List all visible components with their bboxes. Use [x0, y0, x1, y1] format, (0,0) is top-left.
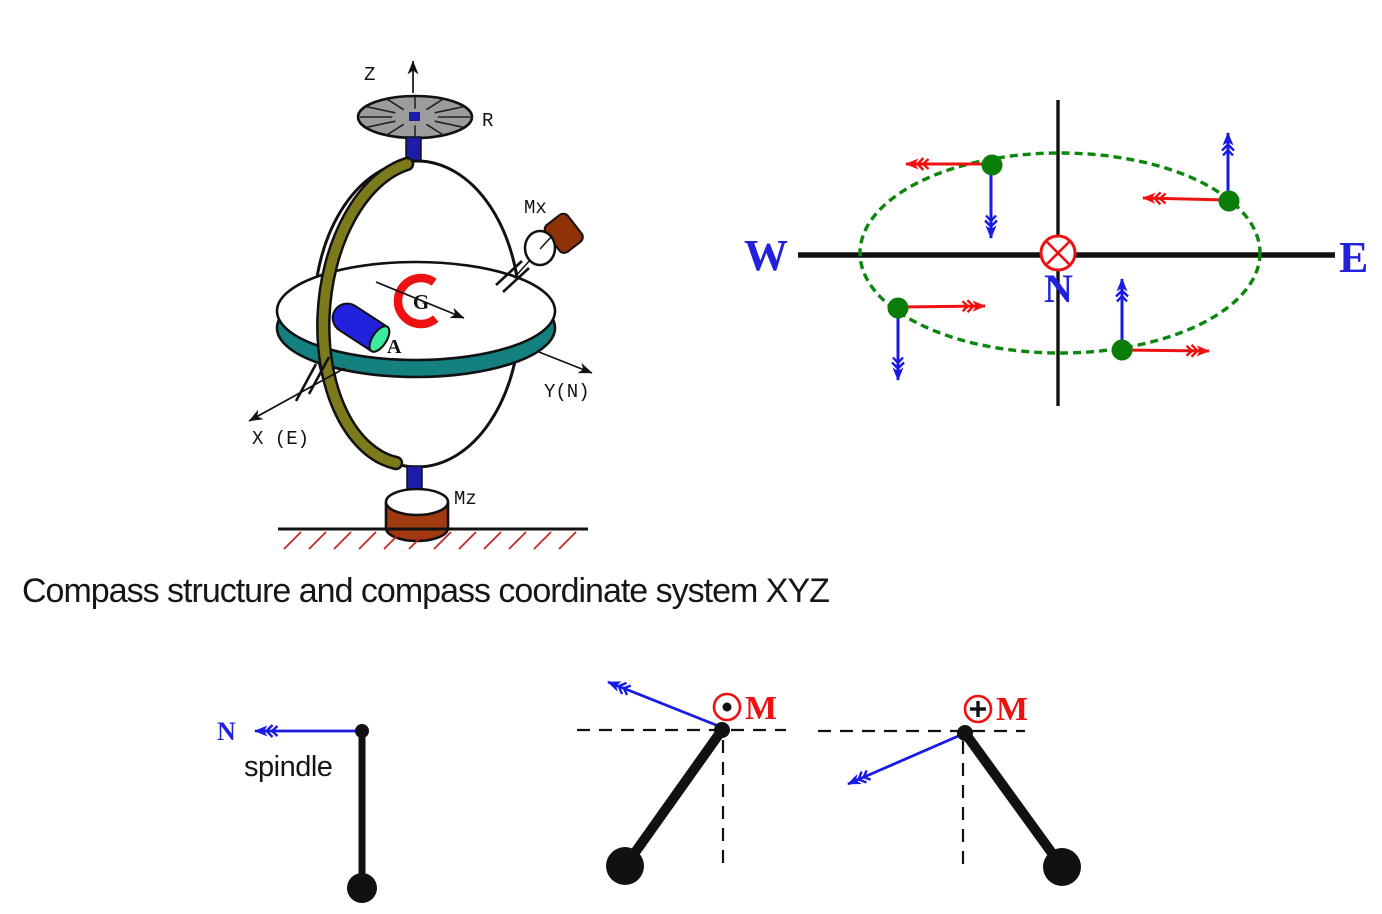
moment-label: M [745, 690, 777, 727]
rotor-hub [409, 112, 420, 121]
moment-label: M [996, 691, 1028, 728]
north-label: N [1044, 266, 1073, 311]
vector-into-page-plus-icon [963, 694, 993, 724]
gyro-dot [1111, 339, 1133, 361]
spin-axis-arrow-east [899, 299, 986, 314]
z-axis-label: Z [364, 64, 375, 86]
gyrocompass-structure-figure: Z R [248, 60, 593, 550]
pivot-dot [355, 724, 369, 738]
east-label: E [1339, 233, 1368, 282]
north-label: N [217, 717, 236, 746]
pendulum-bob [347, 873, 377, 903]
gyro-position-right [1142, 132, 1240, 212]
gyro-rotor-ring [393, 273, 439, 329]
pendulum-bob [1043, 848, 1081, 886]
pendulum-rod [960, 730, 1062, 863]
figure-caption: Compass structure and compass coordinate… [22, 572, 829, 610]
gyro-position-top-left [905, 154, 1003, 239]
y-axis-label: Y(N) [544, 381, 590, 403]
pendulum-rod [624, 727, 727, 864]
pendulum-tilted-east: M [818, 691, 1081, 886]
gyro-position-left [887, 297, 986, 381]
spin-axis-arrow-west [1142, 191, 1228, 206]
gyro-dot [1218, 190, 1240, 212]
pendulum-figure: N spindle M [217, 680, 1081, 903]
accelerometer-label: A [387, 336, 402, 358]
pivot-dot [714, 722, 730, 738]
mx-torquer [495, 212, 584, 293]
precession-arrow [847, 732, 964, 786]
x-axis-assembly [248, 356, 346, 422]
mx-torquer-label: Mx [524, 197, 547, 219]
pendulum-bob [606, 847, 644, 885]
spin-axis-arrow-east [1123, 343, 1210, 358]
precession-figure: W E N [744, 100, 1368, 406]
gyro-dot [887, 297, 909, 319]
pivot-dot [957, 725, 973, 741]
mz-torquer-label: Mz [454, 488, 477, 510]
vector-into-page-icon [1039, 234, 1077, 272]
meridian-ring [316, 156, 415, 471]
accelerometer-cylinder [331, 302, 391, 353]
y-axis-arrow [538, 351, 593, 374]
gyro-position-bottom [1111, 278, 1210, 361]
west-label: W [744, 231, 788, 280]
precession-ellipse [858, 151, 1262, 355]
spindle-label: spindle [244, 751, 332, 783]
rotor-dial-ticks [359, 96, 471, 138]
mz-torquer [384, 487, 450, 543]
x-axis-label: X (E) [252, 428, 309, 450]
rotor-label: R [482, 110, 493, 132]
precession-arrow [607, 680, 722, 729]
gyro-spin-axis-arrow [375, 281, 465, 319]
vector-out-of-page-icon [712, 692, 742, 722]
accelerometer-cap [368, 325, 391, 353]
pendulum-tilted-west: M [577, 680, 786, 885]
rotor-dial [356, 94, 474, 140]
gyro-dot [981, 154, 1003, 176]
ground-hatching [283, 531, 577, 550]
gyro-ring-label: G [413, 290, 429, 314]
pendulum-vertical: N spindle [217, 717, 377, 903]
